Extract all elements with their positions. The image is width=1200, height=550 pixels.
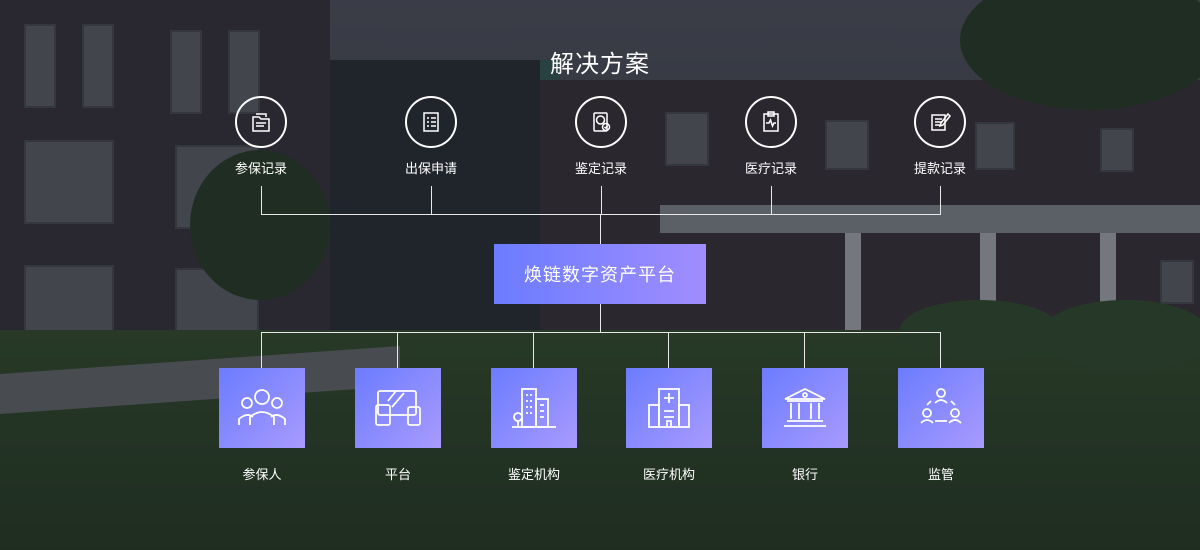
user-cycle-icon xyxy=(898,368,984,448)
connector-line xyxy=(431,186,432,214)
entity-regulator[interactable]: 监管 xyxy=(898,368,984,483)
clipboard-medical-icon xyxy=(745,96,797,148)
top-item-label: 鉴定记录 xyxy=(574,162,627,177)
entity-label: 医疗机构 xyxy=(642,468,695,483)
folder-icon xyxy=(235,96,287,148)
document-checklist-icon xyxy=(405,96,457,148)
passport-check-icon xyxy=(575,96,627,148)
office-building-icon xyxy=(491,368,577,448)
top-item-label: 提款记录 xyxy=(913,162,966,177)
connector-line xyxy=(668,332,669,368)
bank-icon xyxy=(762,368,848,448)
entity-label: 参保人 xyxy=(242,468,282,483)
top-item-label: 参保记录 xyxy=(234,162,287,177)
top-item-label: 出保申请 xyxy=(404,162,457,177)
connector-line xyxy=(533,332,534,368)
top-item-withdrawal-record[interactable]: 提款记录 xyxy=(890,96,990,177)
connector-line xyxy=(261,214,941,215)
entity-label: 银行 xyxy=(791,468,818,483)
connector-line xyxy=(771,186,772,214)
connector-line xyxy=(397,332,398,368)
central-platform[interactable]: 焕链数字资产平台 xyxy=(494,244,706,304)
top-item-label: 医疗记录 xyxy=(744,162,797,177)
top-item-claim-application[interactable]: 出保申请 xyxy=(381,96,481,177)
top-item-insurance-record[interactable]: 参保记录 xyxy=(211,96,311,177)
connector-line xyxy=(600,214,601,244)
connector-line xyxy=(600,304,601,332)
entity-appraisal-institution[interactable]: 鉴定机构 xyxy=(491,368,577,483)
entity-label: 鉴定机构 xyxy=(507,468,560,483)
connector-line xyxy=(261,332,941,333)
entity-label: 监管 xyxy=(927,468,954,483)
connector-line xyxy=(940,186,941,214)
connector-line xyxy=(804,332,805,368)
connector-line xyxy=(261,186,262,214)
hospital-icon xyxy=(626,368,712,448)
connector-line xyxy=(261,332,262,368)
entity-platform[interactable]: 平台 xyxy=(355,368,441,483)
notepad-pen-icon xyxy=(914,96,966,148)
connector-line xyxy=(601,186,602,214)
top-item-medical-record[interactable]: 医疗记录 xyxy=(721,96,821,177)
top-item-appraisal-record[interactable]: 鉴定记录 xyxy=(551,96,651,177)
entity-insured-person[interactable]: 参保人 xyxy=(219,368,305,483)
connector-line xyxy=(940,332,941,368)
devices-icon xyxy=(355,368,441,448)
entity-label: 平台 xyxy=(384,468,411,483)
entity-bank[interactable]: 银行 xyxy=(762,368,848,483)
entity-medical-institution[interactable]: 医疗机构 xyxy=(626,368,712,483)
people-group-icon xyxy=(219,368,305,448)
page-title: 解决方案 xyxy=(550,50,650,78)
